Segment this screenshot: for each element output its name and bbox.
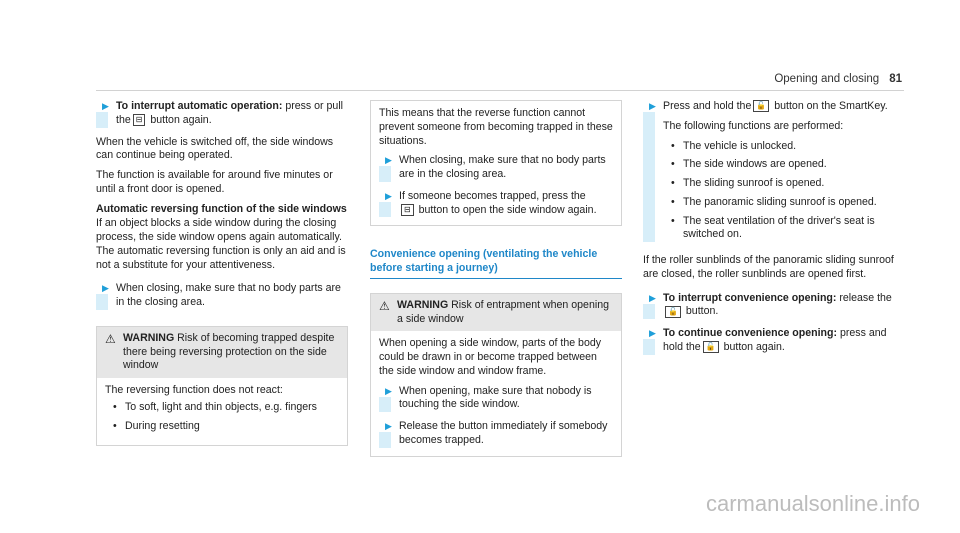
play-arrow-icon: ▶	[385, 421, 392, 432]
warning-header: ⚠ WARNING Risk of entrapment when openin…	[371, 293, 621, 332]
step-bar	[379, 432, 391, 448]
step-interrupt-automatic: ▶ To interrupt automatic operation: pres…	[96, 100, 348, 128]
list-item: The side windows are opened.	[671, 158, 895, 172]
paragraph: If the roller sunblinds of the panoramic…	[643, 254, 894, 280]
play-arrow-icon: ▶	[102, 283, 109, 294]
section-title: Convenience opening (ventilating the veh…	[370, 248, 622, 279]
warning-body: The reversing function does not react: T…	[97, 378, 347, 444]
step-interrupt-convenience: ▶ To interrupt convenience opening: rele…	[643, 292, 895, 320]
step-text-end: button again.	[147, 113, 212, 126]
step-text: press or pull the	[116, 100, 344, 126]
step-bar	[96, 112, 108, 128]
step-text: release the	[836, 291, 892, 304]
unlock-key-icon: 🔓	[665, 305, 681, 318]
warning-text: Risk of becoming trapped despite there b…	[123, 331, 335, 372]
step-text: Release the button immediately if somebo…	[399, 420, 608, 447]
step-trapped: ▶ If someone becomes trapped, press the⊟…	[379, 190, 613, 218]
paragraph: When the vehicle is switched off, the si…	[96, 135, 334, 162]
step-continue-convenience: ▶ To continue convenience opening: press…	[643, 327, 895, 355]
step-bar	[379, 396, 391, 413]
subheading: Automatic reversing function of the side…	[96, 202, 347, 215]
step-bar	[379, 201, 391, 218]
warning-title: WARNING	[397, 298, 449, 311]
unlock-key-icon: 🔓	[702, 341, 719, 354]
paragraph: The function is available for around fiv…	[96, 169, 333, 195]
step-bar	[643, 303, 655, 320]
step-text: press and hold the	[663, 327, 887, 353]
step-press-hold: ▶ Press and hold the🔓 button on the Smar…	[643, 100, 895, 243]
warning-intro: The reversing function does not react:	[105, 384, 283, 397]
list-item: The sliding sunroof is opened.	[671, 177, 895, 191]
step-label: To interrupt automatic operation:	[116, 100, 283, 112]
column-2: This means that the reverse function can…	[370, 100, 622, 469]
step-label: To interrupt convenience opening:	[663, 291, 837, 304]
section-name: Opening and closing	[774, 73, 880, 85]
window-switch-icon: ⊟	[401, 203, 414, 216]
warning-header: ⚠ WARNING Risk of becoming trapped despi…	[97, 326, 347, 379]
play-arrow-icon: ▶	[385, 155, 392, 166]
step-text: When closing, make sure that no body par…	[399, 154, 606, 181]
step-text-end: button on the SmartKey.	[771, 100, 888, 112]
warning-text: Risk of entrapment when opening a side w…	[397, 298, 609, 325]
play-arrow-icon: ▶	[102, 101, 109, 111]
warning-title: WARNING	[123, 331, 175, 344]
bullet-list: The vehicle is unlocked. The side window…	[663, 140, 895, 243]
warning-box: ⚠ WARNING Risk of entrapment when openin…	[370, 292, 622, 457]
warning-triangle-icon: ⚠	[105, 331, 116, 346]
bullet-list: To soft, light and thin objects, e.g. fi…	[105, 401, 339, 434]
list-item: The seat ventilation of the driver's sea…	[671, 215, 895, 243]
play-arrow-icon: ▶	[385, 190, 392, 201]
warning-body: When opening a side window, parts of the…	[371, 331, 621, 455]
page-number: 81	[889, 73, 902, 85]
page-header: Opening and closing 81	[774, 72, 902, 87]
step-text-end: button to open the side window again.	[415, 203, 597, 216]
warning-box: ⚠ WARNING Risk of becoming trapped despi…	[96, 325, 348, 446]
play-arrow-icon: ▶	[649, 328, 656, 339]
list-item: To soft, light and thin objects, e.g. fi…	[113, 401, 339, 415]
play-arrow-icon: ▶	[385, 385, 392, 396]
step-text: If someone becomes trapped, press the	[399, 189, 586, 202]
paragraph: When opening a side window, parts of the…	[379, 337, 602, 377]
step-text: When opening, make sure that nobody is t…	[399, 384, 592, 411]
unlock-key-icon: 🔓	[753, 100, 770, 113]
step-bar	[643, 112, 655, 243]
step-release: ▶ Release the button immediately if some…	[379, 420, 613, 448]
list-item: The panoramic sliding sunroof is opened.	[671, 196, 895, 210]
paragraph: If an object blocks a side window during…	[96, 217, 346, 271]
warning-continuation-box: This means that the reverse function can…	[370, 100, 622, 227]
step-label: To continue convenience opening:	[663, 327, 838, 340]
step-text: When closing, make sure that no body par…	[116, 282, 341, 309]
warning-triangle-icon: ⚠	[379, 298, 390, 313]
list-item: The vehicle is unlocked.	[671, 140, 895, 154]
column-3: ▶ Press and hold the🔓 button on the Smar…	[643, 100, 895, 363]
step-closing: ▶ When closing, make sure that no body p…	[96, 282, 348, 310]
step-closing: ▶ When closing, make sure that no body p…	[379, 154, 613, 182]
play-arrow-icon: ▶	[649, 292, 656, 303]
step-text-end: button.	[682, 305, 719, 318]
paragraph: This means that the reverse function can…	[379, 107, 613, 147]
step-bar	[643, 339, 655, 355]
paragraph: The following functions are performed:	[663, 119, 844, 132]
step-bar	[379, 166, 391, 182]
watermark: carmanualsonline.info	[705, 491, 920, 517]
step-text-end: button again.	[720, 340, 785, 353]
step-opening: ▶ When opening, make sure that nobody is…	[379, 385, 613, 413]
list-item: During resetting	[113, 420, 339, 434]
step-bar	[96, 294, 108, 310]
play-arrow-icon: ▶	[649, 101, 656, 111]
window-switch-icon: ⊟	[132, 113, 146, 126]
header-rule	[96, 90, 904, 91]
column-1: ▶ To interrupt automatic operation: pres…	[96, 100, 348, 458]
step-text: Press and hold the	[663, 100, 752, 112]
